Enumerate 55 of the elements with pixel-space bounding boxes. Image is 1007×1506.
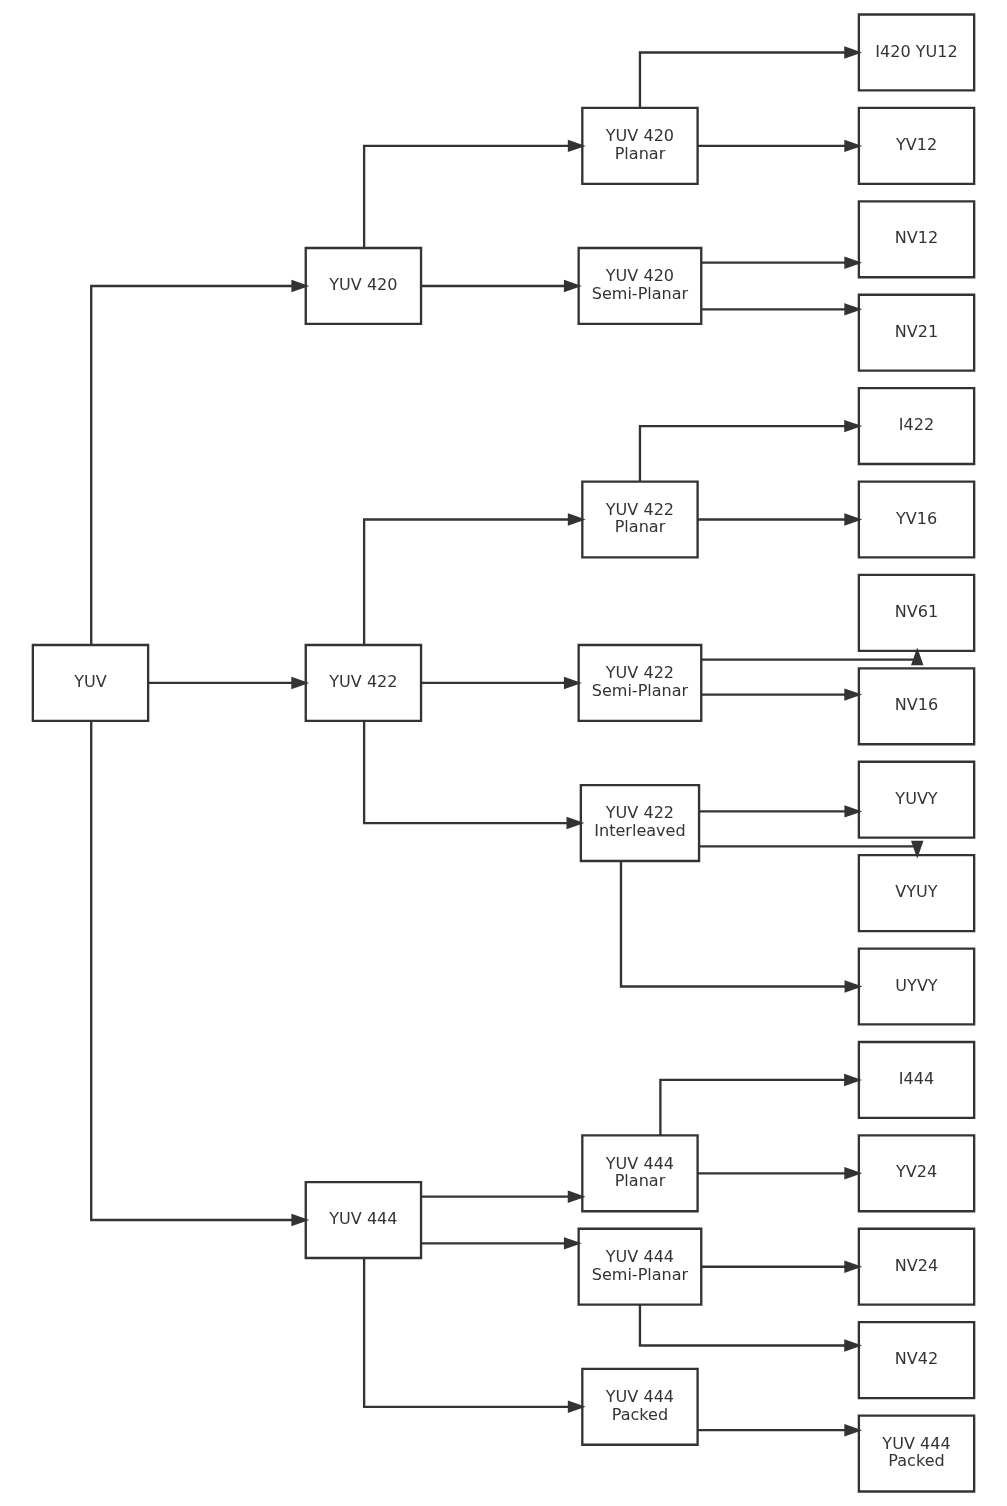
arrow xyxy=(362,1258,586,1414)
arrow xyxy=(701,256,863,269)
node-box: NV12 xyxy=(857,200,976,279)
arrow xyxy=(699,840,924,859)
node-box: YUVY xyxy=(857,760,976,839)
node-box: NV61 xyxy=(857,573,976,652)
node-box: YUV 444 xyxy=(304,1180,423,1260)
node-box: NV21 xyxy=(857,293,976,372)
arrow xyxy=(659,1073,862,1136)
arrow xyxy=(619,861,863,993)
arrow xyxy=(697,139,863,153)
node-box: YUV 444 Packed xyxy=(857,1414,976,1493)
arrow xyxy=(90,279,310,645)
arrow xyxy=(421,279,582,293)
node-box: YUV 444 Semi-Planar xyxy=(577,1227,703,1306)
arrow xyxy=(638,1304,863,1352)
node-box: I422 xyxy=(857,386,976,466)
arrow xyxy=(701,303,863,316)
arrow xyxy=(638,46,863,108)
node-box: NV16 xyxy=(857,667,976,746)
node-box: YUV xyxy=(31,643,150,723)
node-box: YUV 444 Packed xyxy=(581,1367,699,1446)
arrow xyxy=(421,1237,582,1250)
arrow xyxy=(638,419,863,482)
node-box: UYVY xyxy=(857,947,976,1026)
node-box: VYUY xyxy=(857,854,976,933)
node-box: YUV 420 Semi-Planar xyxy=(577,246,703,326)
node-box: I444 xyxy=(857,1040,976,1119)
arrow xyxy=(699,805,863,818)
node-box: YUV 422 Interleaved xyxy=(579,783,701,863)
arrow xyxy=(701,647,924,666)
node-box: NV24 xyxy=(857,1227,976,1306)
arrow xyxy=(421,1190,586,1203)
node-box: YUV 422 Semi-Planar xyxy=(577,643,703,723)
arrow xyxy=(362,513,586,645)
arrow xyxy=(421,676,582,690)
arrow xyxy=(701,688,863,701)
node-box: YUV 422 xyxy=(304,643,423,723)
arrow xyxy=(148,676,310,690)
arrow xyxy=(90,721,310,1227)
arrow xyxy=(697,1423,863,1437)
node-box: YV16 xyxy=(857,480,976,559)
node-box: I420 YU12 xyxy=(857,13,976,92)
arrow xyxy=(701,1260,863,1273)
node-box: YUV 420 xyxy=(304,246,423,326)
arrow xyxy=(697,1167,863,1180)
arrow xyxy=(362,721,585,830)
node-box: YUV 420 Planar xyxy=(581,106,699,185)
node-box: YUV 422 Planar xyxy=(581,480,699,559)
node-box: YV24 xyxy=(857,1134,976,1213)
node-box: YV12 xyxy=(857,106,976,185)
node-box: YUV 444 Planar xyxy=(581,1134,699,1213)
node-box: NV42 xyxy=(857,1321,976,1400)
arrow xyxy=(697,513,863,526)
arrow xyxy=(362,139,586,248)
